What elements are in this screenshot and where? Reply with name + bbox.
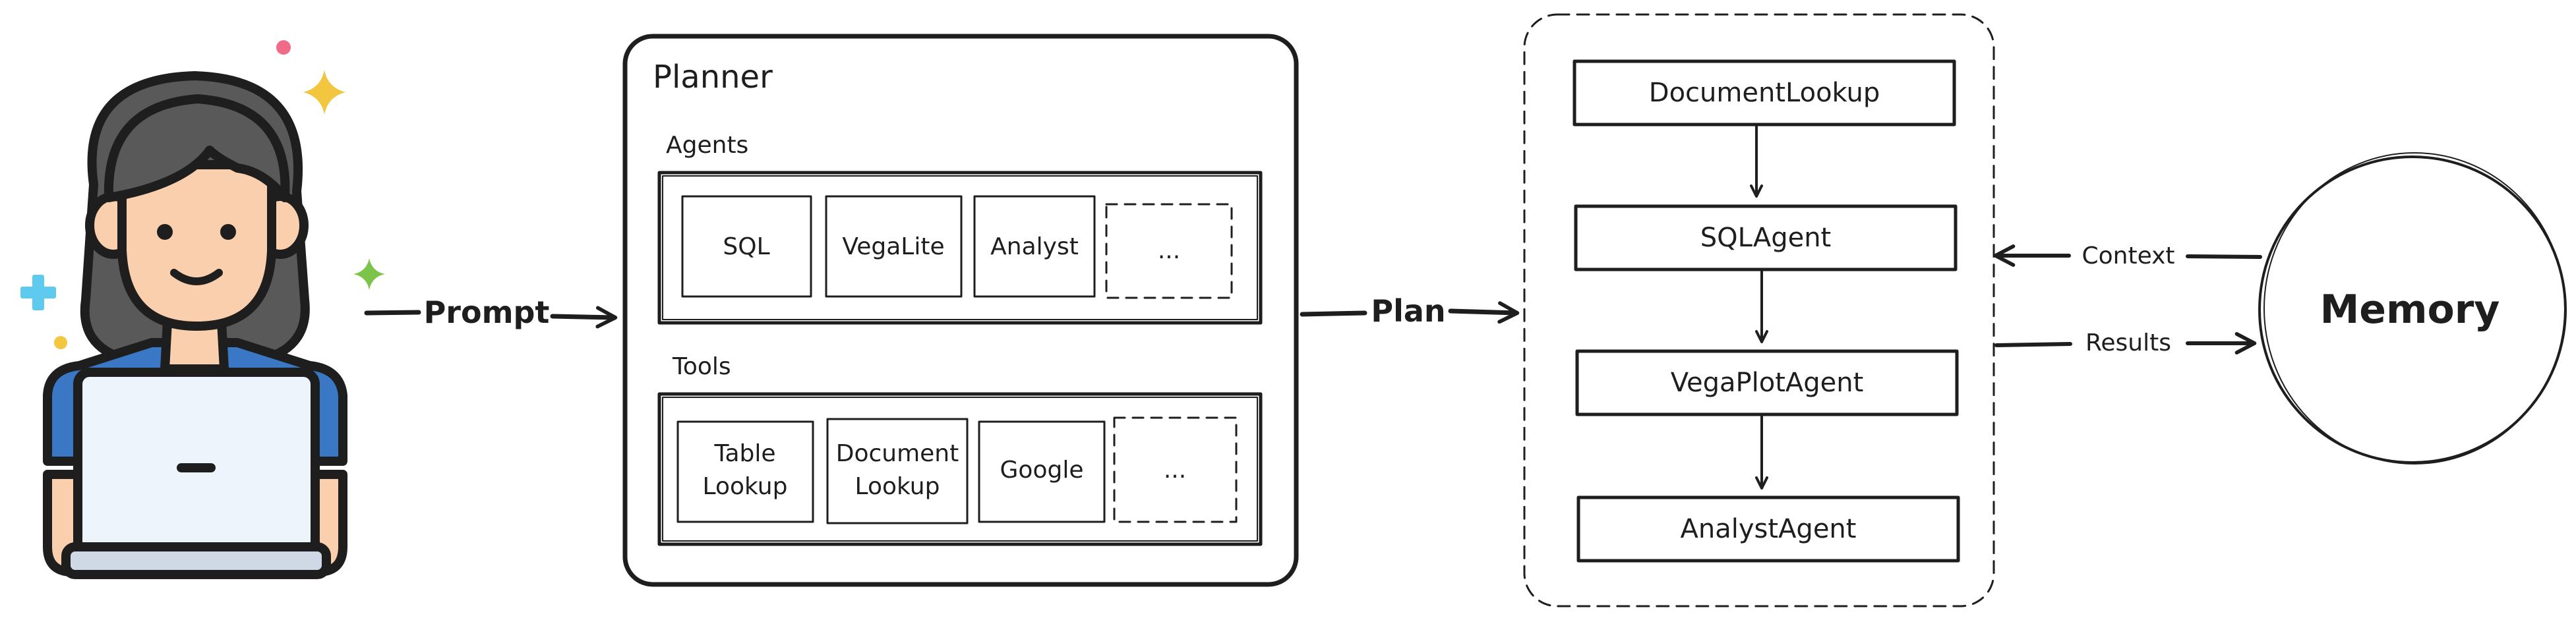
plan-panel: DocumentLookup SQLAgent VegaPlotAgent An… bbox=[1523, 13, 1995, 607]
results-label: Results bbox=[2085, 329, 2171, 356]
context-label: Context bbox=[2082, 242, 2174, 269]
svg-text:VegaLite: VegaLite bbox=[842, 233, 944, 260]
smile bbox=[170, 269, 223, 285]
svg-text:Document: Document bbox=[836, 440, 959, 467]
sparkle-dot-yellow bbox=[54, 336, 67, 349]
memory-label: Memory bbox=[2320, 287, 2500, 333]
hair-fringe bbox=[104, 94, 290, 202]
memory-node: Memory bbox=[2258, 152, 2567, 465]
face bbox=[117, 160, 276, 331]
plan-arrow: Plan bbox=[1300, 293, 1520, 329]
svg-text:AnalystAgent: AnalystAgent bbox=[1681, 514, 1857, 544]
sparkle-star-green-icon bbox=[353, 258, 385, 290]
tools-container-inner bbox=[662, 397, 1258, 542]
svg-text:Lookup: Lookup bbox=[703, 473, 788, 500]
prompt-label: Prompt bbox=[424, 295, 550, 330]
svg-text:Table: Table bbox=[713, 440, 775, 467]
svg-text:SQL: SQL bbox=[723, 233, 769, 260]
sparkle-dot-pink bbox=[276, 40, 291, 55]
svg-text:...: ... bbox=[1158, 237, 1180, 264]
laptop-base bbox=[61, 542, 331, 579]
step-vegaplot-agent: VegaPlotAgent bbox=[1575, 349, 1959, 416]
tool-table-lookup: Table Lookup bbox=[676, 420, 814, 523]
eye-left bbox=[157, 224, 173, 240]
agent-vegalite: VegaLite bbox=[825, 195, 963, 298]
laptop-screen bbox=[73, 368, 320, 558]
svg-text:Google: Google bbox=[1000, 457, 1084, 484]
step-sql-agent: SQLAgent bbox=[1574, 204, 1958, 271]
tool-google: Google bbox=[978, 420, 1106, 523]
eye-right bbox=[220, 224, 236, 240]
results-arrow: Results bbox=[1994, 329, 2257, 356]
svg-text:Lookup: Lookup bbox=[855, 473, 940, 500]
step-document-lookup: DocumentLookup bbox=[1573, 59, 1956, 127]
prompt-arrow: Prompt bbox=[364, 295, 618, 330]
sparkle-star-yellow-icon bbox=[303, 70, 345, 115]
svg-text:DocumentLookup: DocumentLookup bbox=[1649, 78, 1880, 108]
planner-title: Planner bbox=[653, 59, 773, 96]
planner-panel: Planner Agents SQL VegaLite Analyst ... … bbox=[622, 34, 1299, 587]
svg-text:SQLAgent: SQLAgent bbox=[1700, 223, 1831, 253]
agents-container bbox=[657, 171, 1263, 325]
user-illustration bbox=[20, 40, 385, 579]
agents-container-inner bbox=[662, 175, 1258, 320]
tools-heading: Tools bbox=[672, 353, 731, 380]
agent-more: ... bbox=[1105, 203, 1233, 299]
tools-container bbox=[657, 392, 1263, 546]
tool-more: ... bbox=[1113, 416, 1238, 523]
plan-label: Plan bbox=[1371, 293, 1445, 329]
agent-sql: SQL bbox=[681, 195, 812, 298]
sparkle-plus-blue-icon bbox=[20, 275, 56, 310]
agents-heading: Agents bbox=[666, 132, 748, 159]
tool-document-lookup: Document Lookup bbox=[826, 418, 969, 524]
svg-text:VegaPlotAgent: VegaPlotAgent bbox=[1671, 368, 1864, 398]
agent-analyst: Analyst bbox=[973, 195, 1096, 298]
svg-text:Analyst: Analyst bbox=[990, 233, 1079, 260]
svg-text:...: ... bbox=[1164, 457, 1186, 484]
step-analyst-agent: AnalystAgent bbox=[1576, 495, 1960, 563]
context-arrow: Context bbox=[1993, 242, 2262, 269]
